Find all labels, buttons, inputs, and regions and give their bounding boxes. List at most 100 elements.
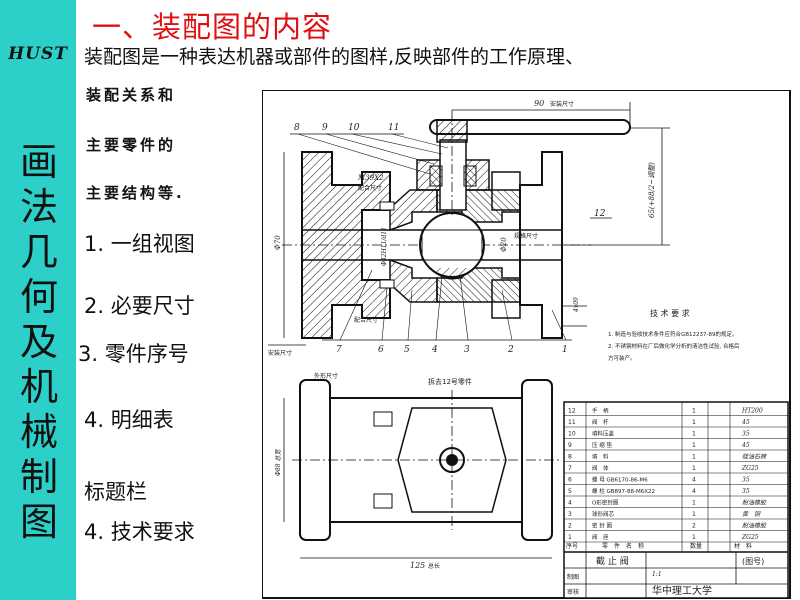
bom-cell: 12 bbox=[568, 408, 576, 415]
bom-cell: 耐油橡胶 bbox=[742, 522, 767, 530]
bom-cell: 1 bbox=[568, 534, 572, 541]
sub-line-3: 主要结构等. bbox=[86, 184, 185, 202]
hust-logo: HUST bbox=[8, 44, 68, 64]
outline-note: 外形尺寸 bbox=[314, 372, 338, 380]
side-title-char: 图 bbox=[19, 500, 58, 544]
dim-fit-note: 配合尺寸 bbox=[354, 316, 378, 324]
install-note: 安装尺寸 bbox=[268, 349, 292, 357]
item-bom: 4. 明细表 bbox=[84, 408, 174, 432]
bom-cell: 1 bbox=[692, 511, 696, 518]
tech-title: 技 术 要 求 bbox=[650, 308, 690, 318]
bom-cell: 10 bbox=[568, 431, 576, 438]
bom-cell: 2 bbox=[568, 523, 572, 530]
bom-cell: ZG25 bbox=[741, 465, 759, 472]
bom-cell: 35 bbox=[742, 431, 750, 438]
side-title-char: 械 bbox=[19, 410, 58, 454]
dim-fit: Φ42H11/d11 bbox=[381, 227, 388, 266]
bom-cell: 耐油橡胶 bbox=[742, 499, 767, 507]
title-block-school: 华中理工大学 bbox=[652, 584, 712, 597]
bom-cell: 螺 母 GB6170-86-M6 bbox=[592, 476, 648, 484]
tech-line-3: 方可装产。 bbox=[608, 354, 636, 362]
bom-header-qty: 数量 bbox=[690, 542, 702, 550]
bom-row: 9 压 缩 垫 1 45 bbox=[564, 441, 788, 451]
bom-cell: 45 bbox=[741, 419, 750, 426]
intro-text: 装配图是一种表达机器或部件的图样,反映部件的工作原理、 bbox=[84, 46, 585, 68]
bom-cell: ZG25 bbox=[741, 534, 759, 541]
bom-cell: 1 bbox=[692, 500, 696, 507]
bom-cell: 填 料 bbox=[592, 453, 609, 461]
side-title-char: 何 bbox=[19, 275, 58, 319]
dim-phi20: Φ20 bbox=[500, 237, 508, 252]
bom-row: 1 阀 座 1 ZG25 bbox=[564, 533, 788, 543]
dim-125: 125 bbox=[410, 561, 425, 570]
dimension-left: Φ70 Φ42H11/d11 Φ20 规格尺寸 M39X2 配合尺寸 配合尺寸 … bbox=[268, 152, 587, 357]
balloon-3: 3 bbox=[464, 345, 470, 355]
bom-cell: 阀 座 bbox=[592, 533, 609, 541]
tech-line-2: 2. 不锈钢材料在厂后做化学分析的清洁性试验, 合格后 bbox=[608, 342, 740, 350]
side-bar: HUST 画 法 几 何 及 机 械 制 图 bbox=[0, 0, 76, 600]
balloon-4: 4 bbox=[431, 345, 438, 355]
bom-cell: 4 bbox=[568, 500, 572, 507]
bom-cell: 阀 体 bbox=[592, 464, 609, 472]
title-block-label-review: 审核 bbox=[567, 588, 579, 596]
top-balloons: 8 9 10 11 bbox=[290, 123, 449, 175]
bom-cell: 1 bbox=[692, 442, 696, 449]
bom-cell: 螺 柱 GB897-88-M6X22 bbox=[592, 487, 655, 495]
bom-header-no: 序号 bbox=[566, 542, 578, 550]
slide-title: 一、装配图的内容 bbox=[92, 10, 333, 44]
balloon-8: 8 bbox=[294, 123, 300, 133]
side-title-char: 机 bbox=[19, 365, 58, 409]
bom-cell: 密 封 圈 bbox=[592, 522, 612, 530]
bom-cell: 9 bbox=[568, 442, 572, 449]
title-block-label-draw: 制图 bbox=[567, 573, 579, 581]
bom-cell: 1 bbox=[692, 454, 696, 461]
main-section-view bbox=[282, 110, 631, 339]
assembly-drawing: 90 安装尺寸 65(+88/2~调整) 12 Φ70 Φ42H11/d11 Φ… bbox=[262, 90, 792, 600]
bom-cell: 6 bbox=[568, 477, 572, 484]
bom-cell: 硅油石棉 bbox=[742, 453, 767, 461]
title-block-name: 截 止 阀 bbox=[596, 555, 629, 567]
bom-cell: 1 bbox=[692, 431, 696, 438]
sub-line-1: 装配关系和 bbox=[86, 86, 177, 104]
bom-cell: 45 bbox=[741, 442, 750, 449]
dim-bore-note: 规格尺寸 bbox=[514, 232, 538, 240]
title-block-drawing-no: (图号) bbox=[742, 557, 764, 566]
side-title-char: 几 bbox=[19, 230, 58, 274]
balloon-1: 1 bbox=[562, 345, 568, 355]
dim-4x09: 4x09 bbox=[573, 297, 580, 313]
item-part-numbers: 3. 零件序号 bbox=[78, 342, 189, 366]
side-title-char: 画 bbox=[19, 140, 58, 184]
dim-125-note: 总长 bbox=[428, 562, 440, 570]
bom-cell: 7 bbox=[568, 465, 572, 472]
title-block-scale: 1:1 bbox=[652, 571, 662, 578]
balloon-7: 7 bbox=[336, 345, 342, 355]
bom-cell: 黄 铜 bbox=[742, 510, 761, 518]
dim-90: 90 bbox=[534, 99, 544, 108]
item-dimensions: 2. 必要尺寸 bbox=[84, 294, 195, 318]
balloon-10: 10 bbox=[348, 123, 360, 133]
bom-cell: 2 bbox=[692, 523, 696, 530]
dim-thread-note: 配合尺寸 bbox=[358, 184, 382, 192]
sub-line-2: 主要零件的 bbox=[86, 136, 177, 154]
bom-cell: 填料压盖 bbox=[592, 430, 615, 438]
item-title-block: 标题栏 bbox=[84, 480, 147, 504]
dim-phi70: Φ70 bbox=[274, 235, 282, 250]
bom-cell: 35 bbox=[742, 477, 750, 484]
bom-cell: 阀 杆 bbox=[592, 418, 609, 426]
bottom-view: 外形尺寸 拆去12号零件 Φ88 总宽 125 总长 bbox=[274, 372, 562, 570]
bom-row: 2 密 封 圈 2 耐油橡胶 bbox=[564, 522, 788, 531]
bom-header-name: 零 件 名 称 bbox=[602, 542, 644, 550]
dimension-top: 90 安装尺寸 bbox=[452, 99, 631, 130]
bom-cell: 3 bbox=[568, 511, 572, 518]
bom-cell: 压 缩 垫 bbox=[592, 441, 612, 449]
bom-cell: 4 bbox=[692, 488, 696, 495]
bom-row: 7 阀 体 1 ZG25 bbox=[564, 464, 788, 474]
bom-cell: 1 bbox=[692, 534, 696, 541]
balloon-9: 9 bbox=[322, 123, 328, 133]
bom-cell: 手 柄 bbox=[592, 407, 609, 415]
bom-cell: 1 bbox=[692, 465, 696, 472]
